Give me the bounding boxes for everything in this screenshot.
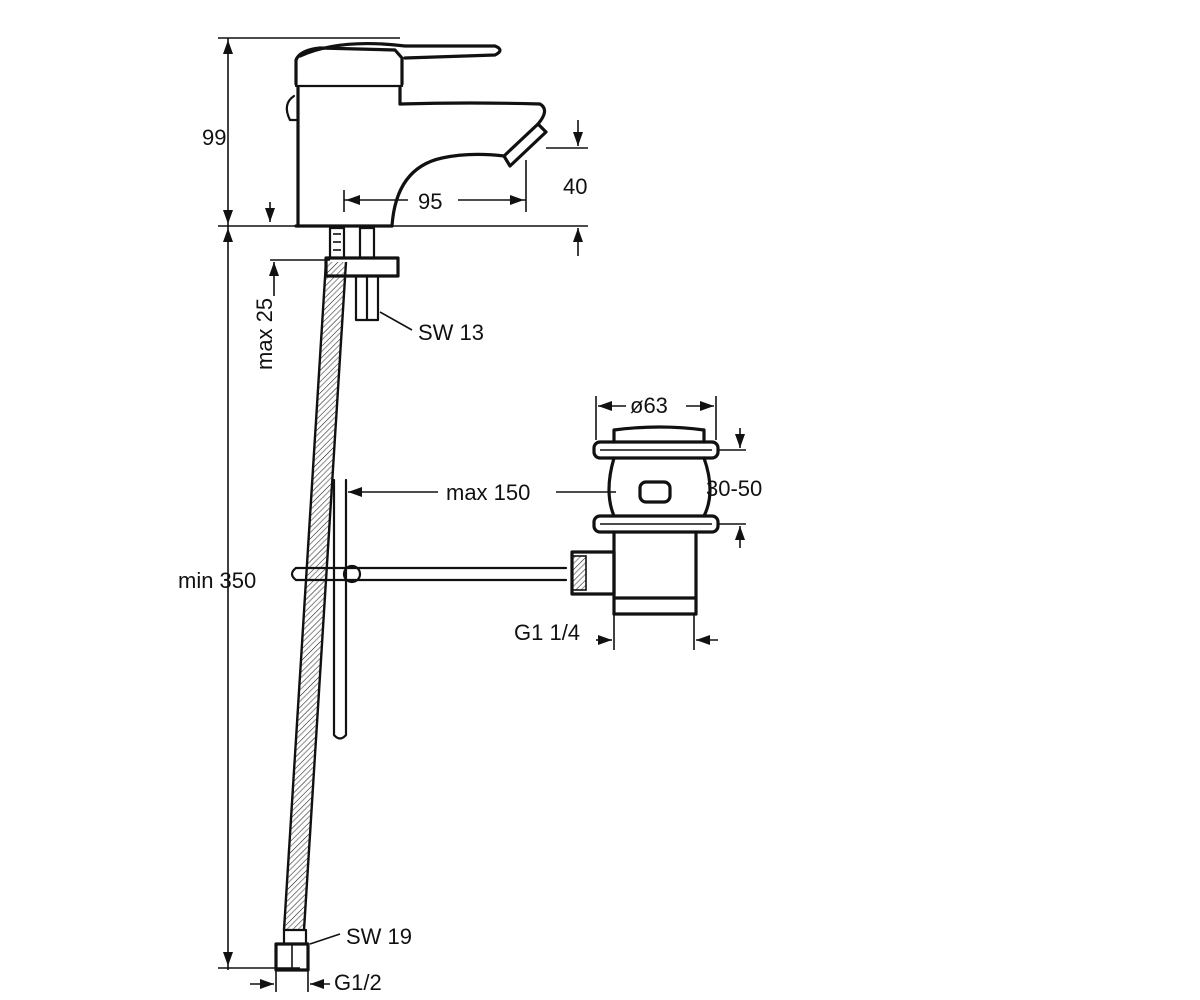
diameter-63-dimension: [595, 396, 717, 440]
max-150-label: max 150: [446, 480, 530, 505]
spout-reach-95-label: 95: [418, 189, 442, 214]
drain-assembly: [570, 425, 720, 616]
spout-height-40-label: 40: [563, 174, 587, 199]
min-350-label: min 350: [178, 568, 256, 593]
max-150-dimension: [348, 487, 616, 497]
faucet-body: [265, 41, 548, 228]
vertical-dimension-line: [218, 37, 400, 970]
supply-hose: [282, 261, 348, 931]
height-30-50-dimension: [718, 428, 746, 548]
max-25-dimension: [269, 259, 330, 296]
spout-reach-dimension: [343, 160, 527, 212]
height-30-50-label: 30-50: [706, 476, 762, 501]
diameter-63-label: ø63: [630, 393, 668, 418]
height-99-label: 99: [202, 125, 226, 150]
g-1-2-label: G1/2: [334, 970, 382, 995]
spout-height-dimension: [392, 120, 588, 256]
hose-end-fitting: [274, 928, 341, 972]
sw-13-label: SW 13: [418, 320, 484, 345]
g-1-1-4-dimension: [596, 614, 718, 650]
sw-19-label: SW 19: [346, 924, 412, 949]
g-1-2-dimension: [250, 970, 330, 992]
max-25-label: max 25: [252, 298, 277, 370]
pop-up-rod: [290, 478, 568, 740]
g-1-1-4-label: G1 1/4: [514, 620, 580, 645]
